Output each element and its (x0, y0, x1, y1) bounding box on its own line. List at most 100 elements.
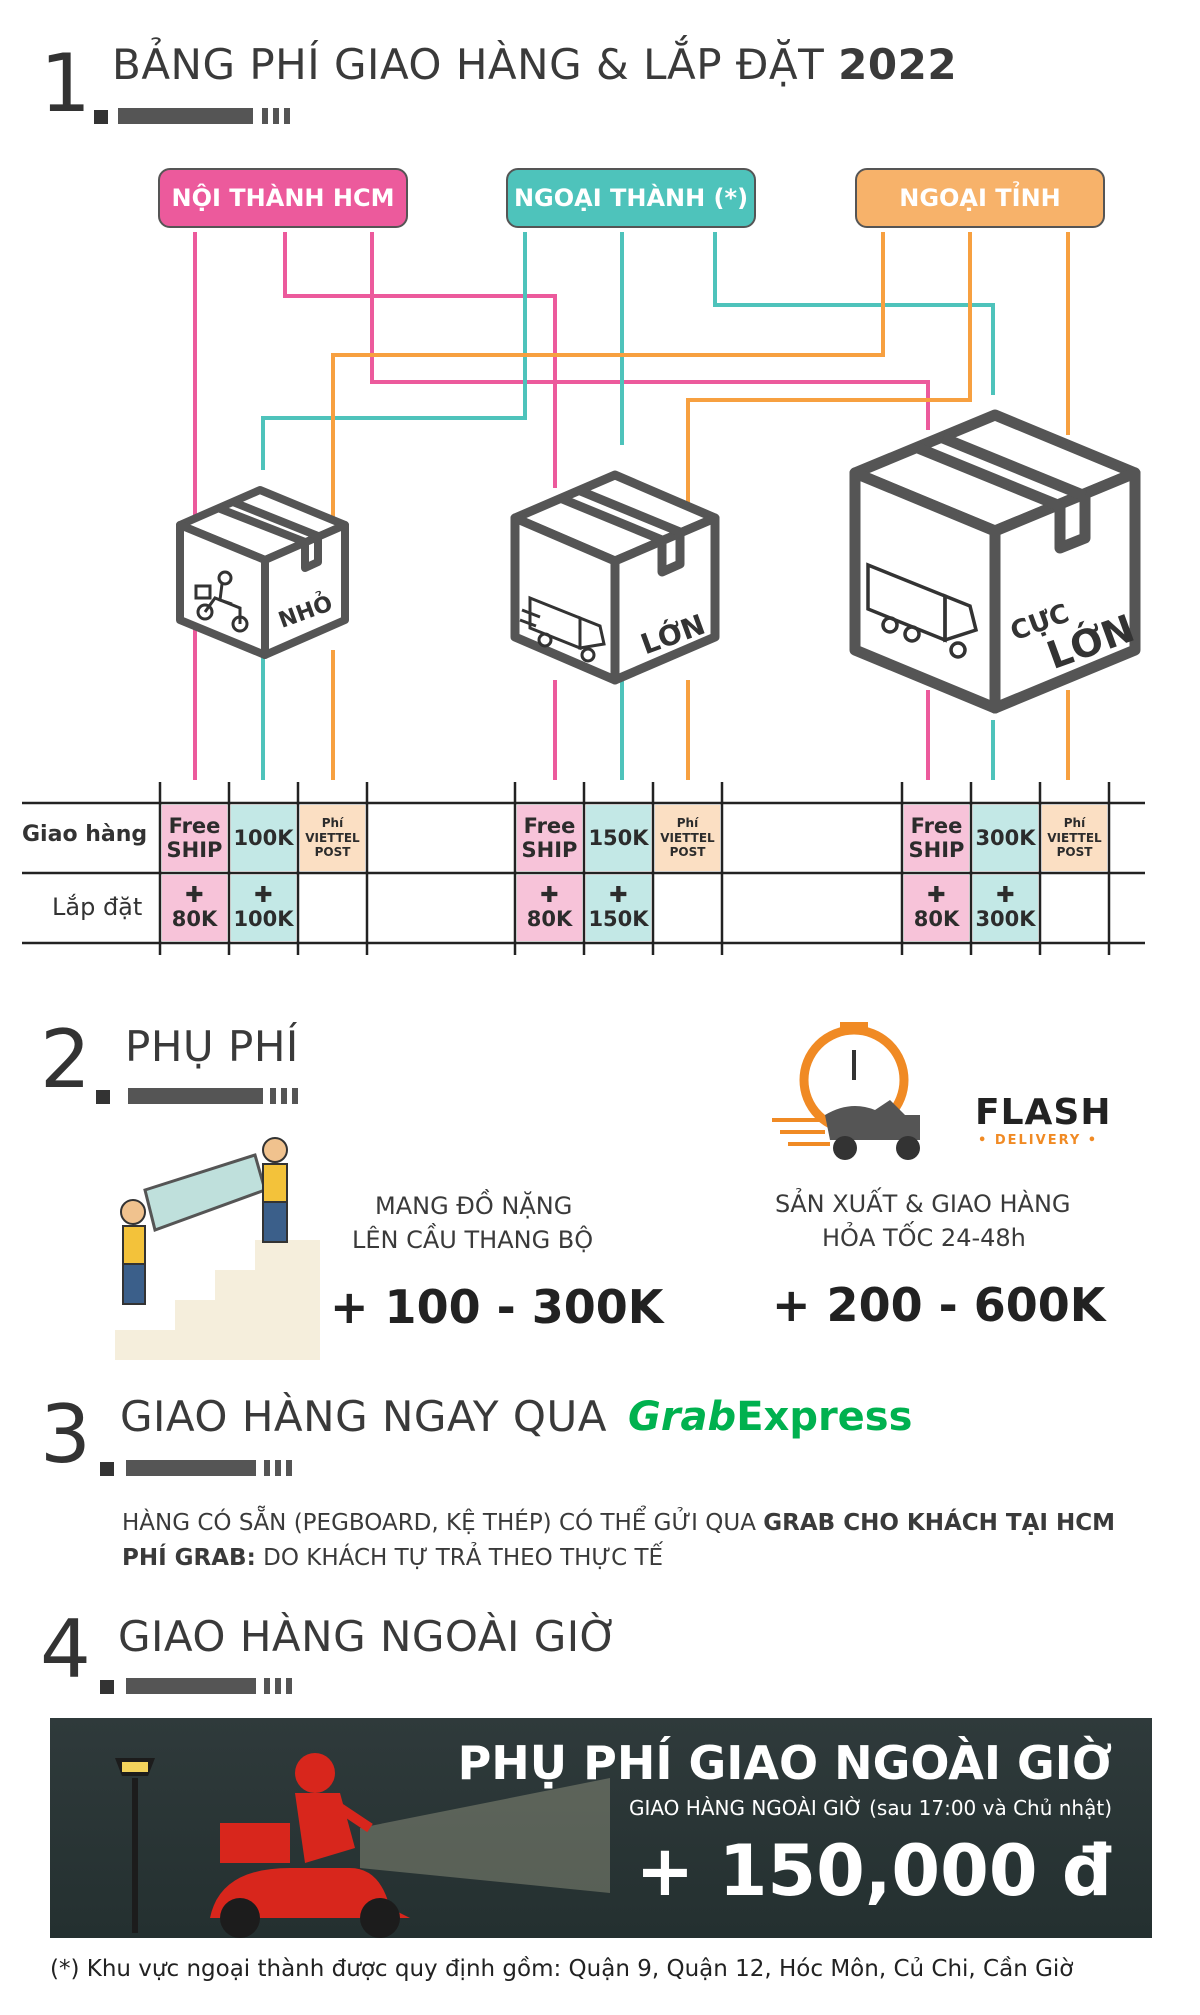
cell-g1-install-b: ✚ 100K (231, 875, 296, 941)
box-large-icon (510, 470, 720, 685)
cell-g1-delivery-price: 100K (231, 805, 296, 871)
cell-g1-delivery-viettel: Phí VIETTEL POST (300, 805, 365, 871)
cell-text: Free (168, 813, 221, 838)
grab-note-line1-b: GRAB CHO KHÁCH TẠI HCM (763, 1510, 1115, 1536)
cell-text: 80K (913, 906, 960, 931)
night-scooter-illustration (115, 1753, 610, 1938)
surcharge1-line1: MANG ĐỒ NẶNG (375, 1192, 573, 1220)
flash-brand-bottom: • DELIVERY • (978, 1133, 1099, 1148)
surcharge2-line2: HỎA TỐC 24-48h (822, 1224, 1026, 1252)
grab-note-line1: HÀNG CÓ SẴN (PEGBOARD, KỆ THÉP) CÓ THỂ G… (122, 1510, 1115, 1536)
cell-text: SHIP (521, 838, 578, 862)
box-small-icon (176, 486, 349, 659)
plus-icon: ✚ (609, 882, 628, 908)
grab-note-line2-a: PHÍ GRAB: (122, 1545, 256, 1571)
banner-subline: GIAO HÀNG NGOÀI GIỜ (sau 17:00 và Chủ nh… (628, 1796, 1112, 1820)
cell-text: 100K (233, 825, 294, 850)
zone-pill-noi-thanh: NỘI THÀNH HCM (158, 168, 408, 228)
scooter-delivery-icon (194, 570, 249, 633)
cell-text: SHIP (908, 838, 965, 862)
section1-dot (94, 110, 108, 124)
zone-pill-ngoai-tinh: NGOẠI TỈNH (855, 168, 1105, 228)
cell-text: VIETTEL (305, 830, 360, 845)
cell-g1-install-a: ✚ 80K (162, 875, 227, 941)
section3-dot (100, 1462, 114, 1476)
price-table-grid (22, 782, 1145, 955)
cell-g2-delivery-price: 150K (586, 805, 651, 871)
stair-carry-illustration (115, 1137, 320, 1360)
grab-note-line2: PHÍ GRAB: DO KHÁCH TỰ TRẢ THEO THỰC TẾ (122, 1545, 663, 1571)
section2-bar (128, 1088, 263, 1104)
big-truck-icon (866, 562, 979, 659)
section4-dot (100, 1680, 114, 1694)
box-xlarge-icon (849, 409, 1141, 714)
cell-g3-install-b: ✚ 300K (973, 875, 1038, 941)
cell-text: POST (669, 845, 706, 860)
surcharge2-price: + 200 - 600K (772, 1278, 1106, 1332)
plus-icon: ✚ (927, 882, 946, 908)
section1-ticks (262, 108, 290, 124)
section4-bar (126, 1678, 256, 1694)
section2-number: 2 (40, 1013, 91, 1106)
grab-logo-text: Grab (628, 1394, 737, 1440)
section3-ticks (264, 1460, 292, 1476)
pink-connector-lines (193, 232, 930, 780)
cell-text: Phí (676, 816, 699, 831)
zone-pill-ngoai-thanh: NGOẠI THÀNH (*) (506, 168, 756, 228)
cell-g3-delivery-free: Free SHIP (904, 805, 969, 871)
plus-icon: ✚ (185, 882, 204, 908)
shipping-diagram (176, 232, 1141, 780)
cell-g2-delivery-free: Free SHIP (517, 805, 582, 871)
section4-title: GIAO HÀNG NGOÀI GIỜ (118, 1612, 619, 1661)
orange-connector-lines (331, 232, 1070, 780)
cell-text: POST (1056, 845, 1093, 860)
section1-title: BẢNG PHÍ GIAO HÀNG & LẮP ĐẶT 2022 (112, 40, 957, 89)
cell-g2-install-b: ✚ 150K (586, 875, 651, 941)
flash-brand-top: FLASH (975, 1092, 1112, 1133)
cell-text: POST (314, 845, 351, 860)
cell-g2-delivery-viettel: Phí VIETTEL POST (655, 805, 720, 871)
after-hours-banner: PHỤ PHÍ GIAO NGOÀI GIỜ GIAO HÀNG NGOÀI G… (50, 1718, 1152, 1938)
row-label-install: Lắp đặt (52, 893, 143, 921)
express-logo-text: Express (736, 1394, 913, 1440)
footnote: (*) Khu vực ngoại thành được quy định gồ… (50, 1956, 1074, 1982)
cell-text: Free (910, 813, 963, 838)
cell-g3-install-a: ✚ 80K (904, 875, 969, 941)
section1-year: 2022 (838, 40, 958, 89)
cell-text: 300K (975, 825, 1036, 850)
surcharge1-price: + 100 - 300K (330, 1280, 664, 1334)
section1-title-text: BẢNG PHÍ GIAO HÀNG & LẮP ĐẶT (112, 40, 825, 89)
section1-bar (118, 108, 253, 124)
cell-g2-install-a: ✚ 80K (517, 875, 582, 941)
cell-g3-delivery-price: 300K (973, 805, 1038, 871)
cell-text: Phí (1063, 816, 1086, 831)
cell-text: 80K (171, 906, 218, 931)
section4-number: 4 (40, 1603, 91, 1696)
row-label-delivery: Giao hàng (22, 822, 148, 847)
plus-icon: ✚ (254, 882, 273, 908)
section4-ticks (264, 1678, 292, 1694)
grab-express-logo: GrabExpress (628, 1394, 912, 1440)
section2-dot (96, 1090, 110, 1104)
section2-ticks (270, 1088, 298, 1104)
grab-note-line1-a: HÀNG CÓ SẴN (PEGBOARD, KỆ THÉP) CÓ THỂ G… (122, 1510, 764, 1536)
flash-delivery-logo (772, 1022, 920, 1160)
plus-icon: ✚ (540, 882, 559, 908)
cell-text: SHIP (166, 838, 223, 862)
cell-text: 300K (975, 906, 1036, 931)
plus-icon: ✚ (996, 882, 1015, 908)
section1-number: 1 (40, 37, 91, 130)
grab-note-line2-b: DO KHÁCH TỰ TRẢ THEO THỰC TẾ (255, 1545, 664, 1571)
section3-title: GIAO HÀNG NGAY QUA (120, 1392, 607, 1441)
section3-bar (126, 1460, 256, 1476)
cell-text: VIETTEL (660, 830, 715, 845)
banner-headline: PHỤ PHÍ GIAO NGOÀI GIỜ (457, 1736, 1112, 1790)
surcharge2-line1: SẢN XUẤT & GIAO HÀNG (775, 1190, 1071, 1218)
cell-text: 150K (588, 906, 649, 931)
cell-text: Phí (321, 816, 344, 831)
cell-text: 80K (526, 906, 573, 931)
surcharge1-line2: LÊN CẦU THANG BỘ (352, 1226, 594, 1254)
cell-text: Free (523, 813, 576, 838)
teal-connector-lines (261, 232, 995, 780)
cell-text: 100K (233, 906, 294, 931)
